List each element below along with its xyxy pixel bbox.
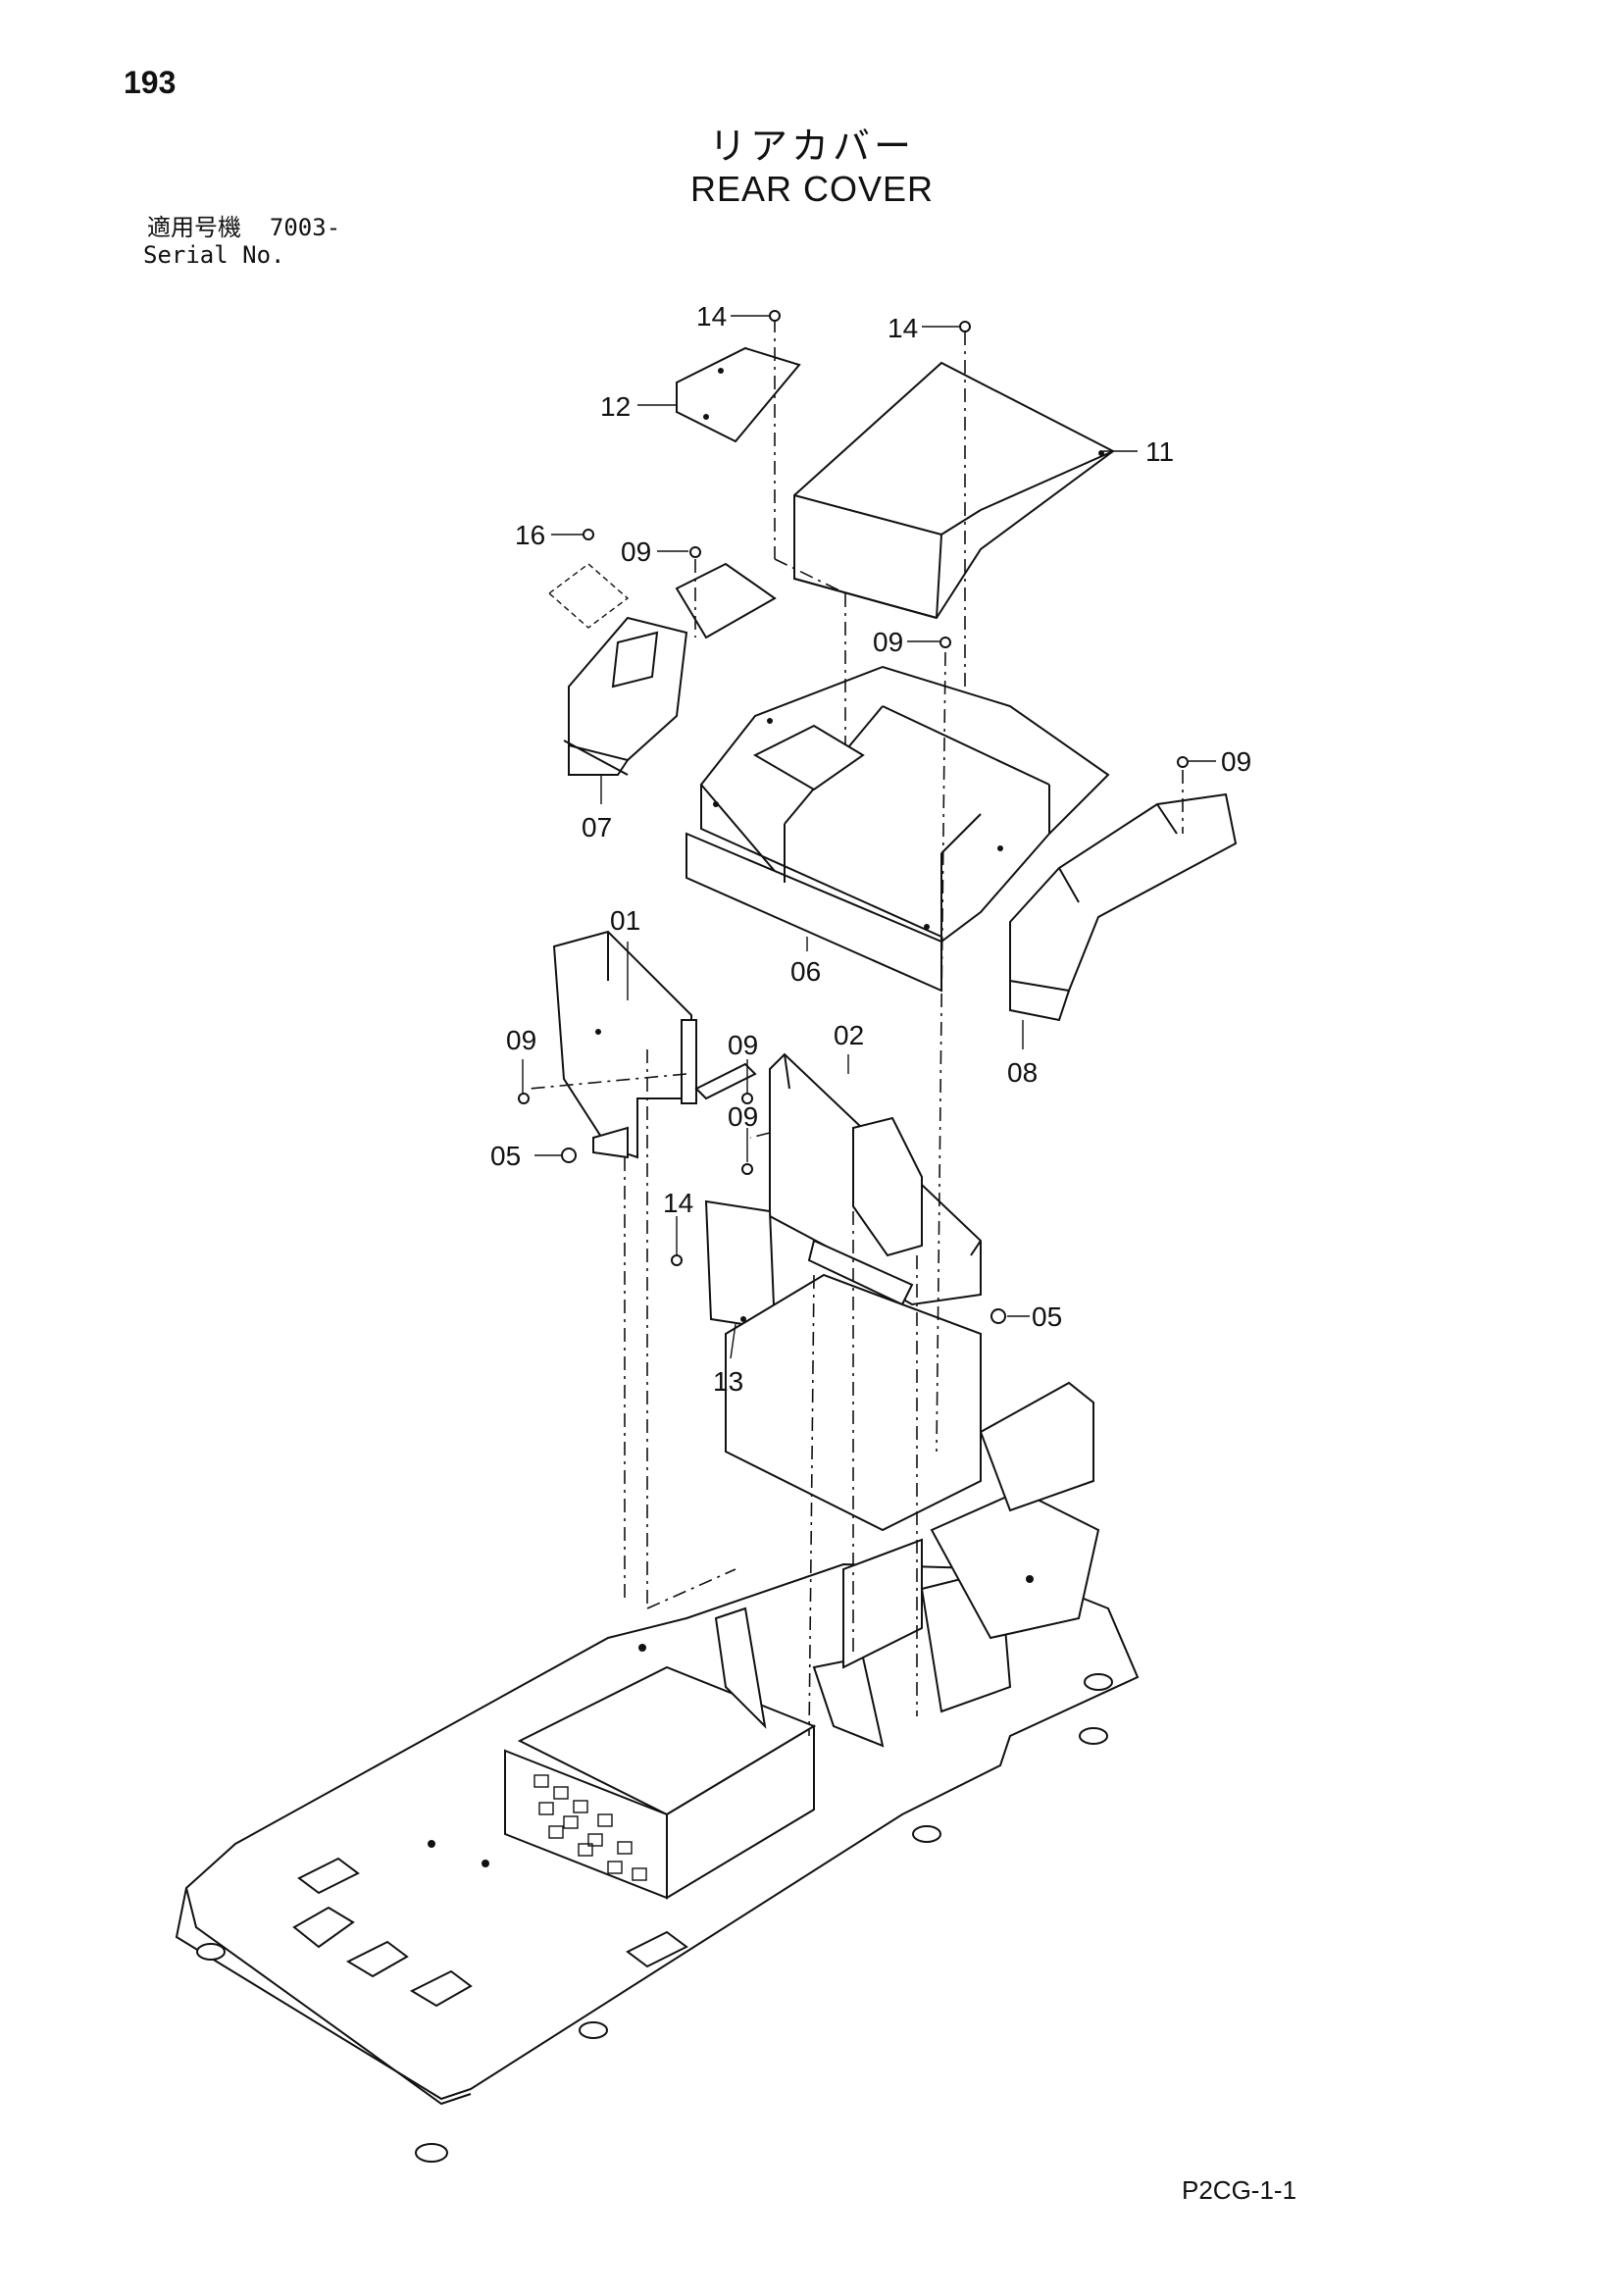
callout-08: 08 xyxy=(1007,1057,1038,1088)
document-code: P2CG-1-1 xyxy=(1182,2175,1297,2205)
page-number: 193 xyxy=(124,65,177,100)
page-title-japanese: リアカバー xyxy=(708,125,915,168)
callout-labels: 14 14 12 11 16 09 09 09 07 06 08 01 02 0… xyxy=(490,301,1251,1397)
serial-value: 7003- xyxy=(269,214,341,241)
part-08-right-duct xyxy=(1009,792,1238,1022)
part-07-left-duct xyxy=(547,562,777,776)
serial-label-en: Serial No. xyxy=(143,241,285,269)
part-12-small-cover-plate xyxy=(676,346,801,443)
callout-06: 06 xyxy=(790,956,821,987)
callout-14: 14 xyxy=(663,1188,693,1218)
lower-machine-body xyxy=(175,1062,1140,2106)
callout-09: 09 xyxy=(728,1101,758,1132)
part-06-main-frame-cover xyxy=(685,665,1110,993)
callout-09: 09 xyxy=(621,536,651,567)
callout-13: 13 xyxy=(713,1366,743,1397)
serial-row-jp: 適用号機 7003- xyxy=(147,214,340,241)
callout-02: 02 xyxy=(834,1020,864,1050)
serial-block: 適用号機 7003- Serial No. xyxy=(143,214,340,269)
callout-07: 07 xyxy=(582,812,612,842)
fastener-bolts xyxy=(518,310,1189,1324)
callout-09: 09 xyxy=(1221,746,1251,777)
callout-05: 05 xyxy=(1032,1301,1062,1332)
callout-14: 14 xyxy=(696,301,727,332)
callout-09: 09 xyxy=(728,1030,758,1060)
callout-12: 12 xyxy=(600,391,631,422)
page-title-english: REAR COVER xyxy=(689,169,935,209)
part-02-center-panel xyxy=(769,1052,982,1306)
callout-14: 14 xyxy=(888,313,918,343)
serial-label-jp: 適用号機 xyxy=(147,214,241,241)
part-11-top-rear-cover xyxy=(793,361,1115,620)
mounting-feet xyxy=(196,1673,1113,2163)
callout-16: 16 xyxy=(515,520,545,550)
callout-01: 01 xyxy=(610,905,640,936)
alignment-lines xyxy=(529,319,1184,1737)
leader-lines xyxy=(522,315,1216,1359)
callout-11: 11 xyxy=(1145,436,1174,467)
callout-05: 05 xyxy=(490,1141,521,1171)
callout-09: 09 xyxy=(506,1025,536,1055)
callout-09: 09 xyxy=(873,627,903,657)
part-01-left-side-panel xyxy=(552,930,697,1159)
